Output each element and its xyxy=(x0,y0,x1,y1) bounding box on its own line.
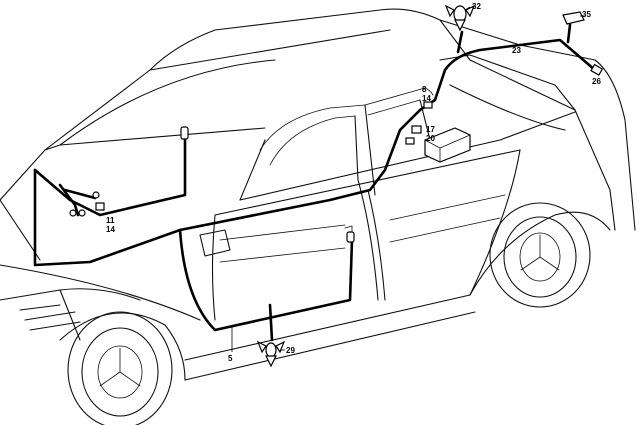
callout-8: 8 xyxy=(422,85,427,94)
callout-14-b: 14 xyxy=(422,94,431,103)
callout-35: 35 xyxy=(582,10,591,19)
callout-23: 23 xyxy=(512,46,521,55)
callout-26: 26 xyxy=(592,77,601,86)
front-wheel xyxy=(67,311,173,425)
callout-29: 29 xyxy=(286,346,295,355)
fan-32 xyxy=(444,4,476,32)
connector-17 xyxy=(405,125,422,145)
callouts: 5 8 14 11 14 17 20 23 26 29 32 35 xyxy=(106,2,601,363)
wiring-harness xyxy=(33,23,597,342)
leader-lines xyxy=(231,6,585,352)
car-body xyxy=(0,8,636,381)
lamp-35 xyxy=(562,11,585,25)
connector-8-14 xyxy=(423,101,433,109)
connector-26 xyxy=(590,63,604,76)
callout-11: 11 xyxy=(106,216,115,225)
control-unit-20 xyxy=(424,127,471,163)
switch-11-14 xyxy=(69,191,105,217)
callout-20: 20 xyxy=(426,134,435,143)
callout-5: 5 xyxy=(228,354,233,363)
connector-dash-top xyxy=(180,126,189,140)
callout-17: 17 xyxy=(426,125,435,134)
fan-29 xyxy=(256,340,286,368)
callout-32: 32 xyxy=(472,2,481,11)
rear-wheel xyxy=(489,202,591,308)
door-connector xyxy=(346,231,355,243)
callout-14-a: 14 xyxy=(106,225,115,234)
